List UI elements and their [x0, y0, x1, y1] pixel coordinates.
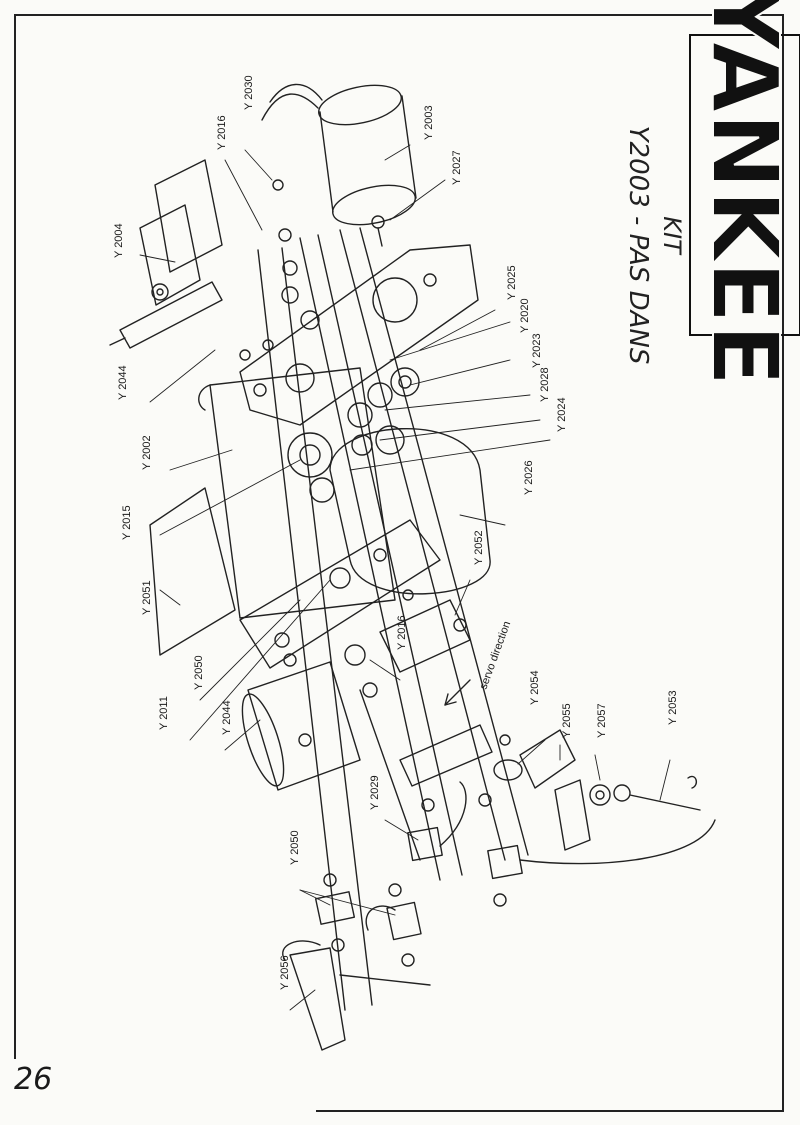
part-label-2050a: Y 2050 [193, 655, 205, 690]
chassis-plate-lower [239, 519, 441, 669]
servo-direction-arrow [444, 679, 471, 706]
part-label-2016b: Y 2016 [396, 615, 408, 650]
servo-y2004 [109, 159, 223, 349]
part-label-2016a: Y 2016 [216, 115, 228, 150]
servo-direction-label: servo direction [478, 620, 514, 691]
tie-rod-y2029 [359, 689, 467, 862]
side-cover-y2026 [329, 428, 491, 595]
part-label-2004: Y 2004 [113, 223, 125, 258]
part-label-2030: Y 2030 [243, 75, 255, 110]
note-line-2: KIT [658, 216, 686, 256]
chassis-rods [257, 227, 529, 1011]
motor-y2003 [261, 83, 417, 247]
part-label-2023: Y 2023 [531, 333, 543, 368]
frame-right-border [782, 14, 784, 1112]
part-label-2056: Y 2056 [279, 955, 291, 990]
front-knuckles [282, 819, 716, 1051]
logo-text: YANKEE [691, 0, 798, 387]
part-label-2055: Y 2055 [561, 703, 573, 738]
part-label-2053: Y 2053 [667, 690, 679, 725]
page-number: 26 [14, 1062, 53, 1097]
part-label-2011: Y 2011 [158, 696, 170, 730]
part-label-2025: Y 2025 [506, 265, 518, 300]
part-label-2044b: Y 2044 [221, 700, 233, 735]
part-label-2044a: Y 2044 [117, 365, 129, 400]
yankee-logo: YANKEE [689, 0, 800, 388]
plate-y2051 [149, 487, 236, 656]
bracket-y2052 [379, 599, 471, 673]
part-label-2003: Y 2003 [423, 105, 435, 140]
clips-and-bushings [239, 179, 511, 967]
part-label-2028: Y 2028 [539, 367, 551, 402]
linkage-y2054-y2055 [399, 724, 701, 851]
handwritten-note: Y2003 - PAS DANS KIT [623, 126, 686, 365]
leader-lines [139, 144, 671, 1011]
part-label-2002: Y 2002 [141, 435, 153, 470]
gear-train [287, 367, 420, 503]
part-label-2015: Y 2015 [121, 505, 133, 540]
part-label-2029: Y 2029 [369, 775, 381, 810]
part-label-2051: Y 2051 [141, 580, 153, 615]
frame-top-border [14, 14, 784, 16]
note-line-1: Y2003 - PAS DANS [623, 126, 653, 365]
battery-y2044-lower [241, 661, 361, 791]
chassis-plate-upper [239, 244, 479, 426]
part-label-2027: Y 2027 [451, 150, 463, 185]
part-label-2024: Y 2024 [556, 397, 568, 432]
part-label-2057: Y 2057 [596, 703, 608, 738]
part-label-2052: Y 2052 [473, 530, 485, 565]
part-label-2050b: Y 2050 [289, 830, 301, 865]
part-label-2020: Y 2020 [519, 298, 531, 333]
part-label-2026: Y 2026 [523, 460, 535, 495]
battery-box-y2002 [198, 367, 396, 619]
frame-left-border [14, 14, 16, 1059]
frame-bottom-border [316, 1110, 784, 1112]
part-label-2054: Y 2054 [529, 670, 541, 705]
